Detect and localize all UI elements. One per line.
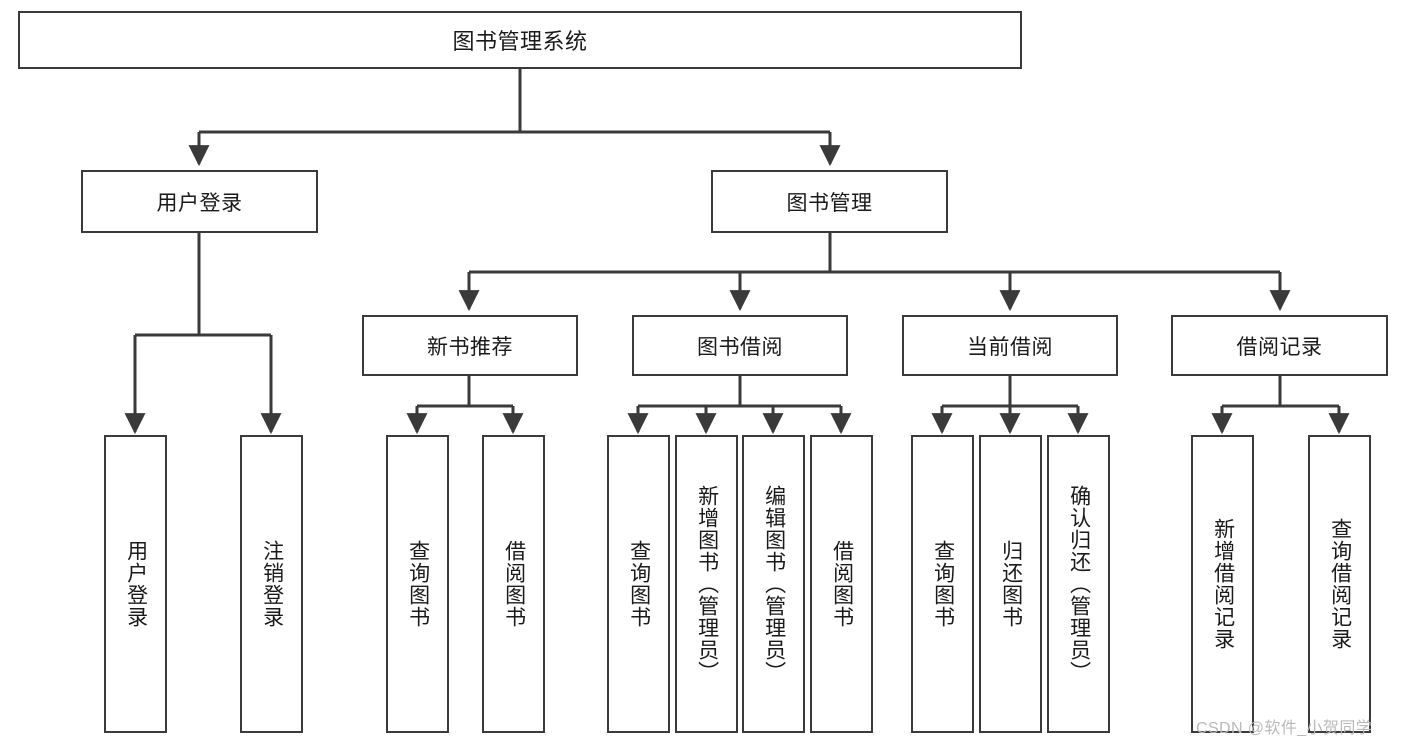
leaf-book-borrow-add-book-admin-label: 新增图书（管理员）: [695, 485, 719, 683]
leaf-borrow-record-add-record[interactable]: 新增借阅记录: [1191, 435, 1254, 733]
leaf-new-book-query-book[interactable]: 查询图书: [386, 435, 449, 733]
leaf-current-borrow-query-book-label: 查询图书: [931, 540, 955, 628]
leaf-new-book-query-book-label: 查询图书: [406, 540, 430, 628]
leaf-book-borrow-query-book-label: 查询图书: [627, 540, 651, 628]
node-book-management[interactable]: 图书管理: [711, 170, 948, 233]
node-borrow-record[interactable]: 借阅记录: [1171, 315, 1388, 376]
leaf-new-book-borrow-book[interactable]: 借阅图书: [482, 435, 545, 733]
node-book-borrow-label: 图书借阅: [697, 335, 783, 359]
leaf-current-borrow-confirm-return-admin-label: 确认归还（管理员）: [1067, 485, 1091, 683]
node-root-book-management-system[interactable]: 图书管理系统: [18, 11, 1022, 69]
node-user-login-label: 用户登录: [156, 191, 243, 215]
leaf-borrow-record-add-record-label: 新增借阅记录: [1211, 518, 1235, 650]
leaf-book-borrow-borrow-book[interactable]: 借阅图书: [810, 435, 873, 733]
leaf-book-borrow-query-book[interactable]: 查询图书: [607, 435, 670, 733]
leaf-current-borrow-confirm-return-admin[interactable]: 确认归还（管理员）: [1047, 435, 1110, 733]
leaf-book-borrow-add-book-admin[interactable]: 新增图书（管理员）: [675, 435, 738, 733]
node-borrow-record-label: 借阅记录: [1236, 335, 1323, 359]
leaf-book-borrow-borrow-book-label: 借阅图书: [830, 540, 854, 628]
csdn-watermark: CSDN @软件_小贺同学: [1196, 720, 1373, 737]
leaf-borrow-record-query-record-label: 查询借阅记录: [1328, 518, 1352, 650]
node-root-label: 图书管理系统: [452, 29, 588, 54]
leaf-current-borrow-return-book-label: 归还图书: [999, 540, 1023, 628]
leaf-user-login-logout[interactable]: 注销登录: [240, 435, 303, 733]
leaf-user-login-login-label: 用户登录: [124, 540, 148, 628]
leaf-borrow-record-query-record[interactable]: 查询借阅记录: [1308, 435, 1371, 733]
node-user-login[interactable]: 用户登录: [81, 170, 318, 233]
leaf-user-login-login[interactable]: 用户登录: [104, 435, 167, 733]
leaf-book-borrow-edit-book-admin[interactable]: 编辑图书（管理员）: [742, 435, 805, 733]
node-book-borrow[interactable]: 图书借阅: [632, 315, 848, 376]
leaf-current-borrow-return-book[interactable]: 归还图书: [979, 435, 1042, 733]
node-book-management-label: 图书管理: [786, 191, 873, 215]
leaf-book-borrow-edit-book-admin-label: 编辑图书（管理员）: [762, 485, 786, 683]
leaf-user-login-logout-label: 注销登录: [260, 540, 284, 628]
leaf-current-borrow-query-book[interactable]: 查询图书: [911, 435, 974, 733]
node-new-book-recommend[interactable]: 新书推荐: [362, 315, 578, 376]
node-current-borrow-label: 当前借阅: [967, 335, 1053, 359]
node-current-borrow[interactable]: 当前借阅: [902, 315, 1118, 376]
leaf-new-book-borrow-book-label: 借阅图书: [502, 540, 526, 628]
node-new-book-recommend-label: 新书推荐: [427, 335, 513, 359]
